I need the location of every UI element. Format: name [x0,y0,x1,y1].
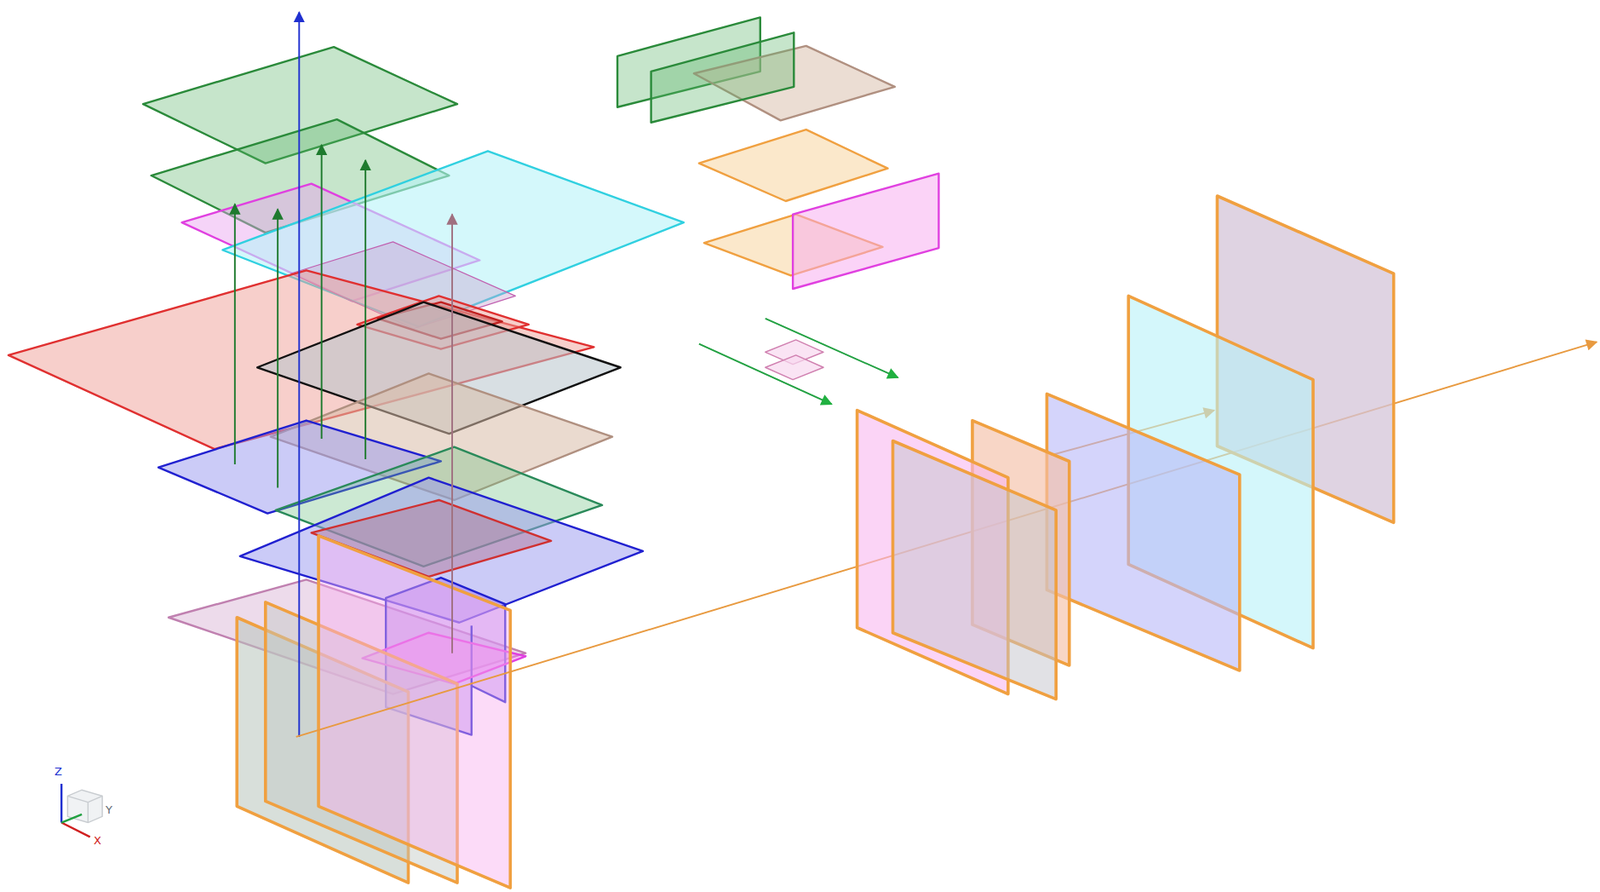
plane-shape [765,355,824,380]
axis-line [67,795,88,802]
axis-line [298,11,300,737]
plane-shape [1046,393,1239,671]
axis-label: X [93,834,102,846]
axis-line [87,795,103,802]
left-stack [8,46,684,888]
axis-line [61,822,91,838]
axis-line [61,814,82,823]
right-stack [857,195,1394,700]
plane-shape [699,129,889,201]
axis-line [234,204,236,465]
view-triad [61,783,103,837]
axis-line [364,160,367,459]
axis-line [296,341,1597,737]
axis-line [276,209,279,488]
axis-line [321,144,323,439]
axis-arrows [235,11,1597,737]
axis-label: Y [105,803,113,815]
top-right-group [617,17,939,379]
plane-shape [318,535,511,888]
plane-shape [792,173,939,289]
axis-label: Z [54,765,63,777]
axis-line [451,214,454,654]
plane-shape [893,441,1057,700]
axis-line [60,783,63,823]
plane-shape [651,32,795,122]
axis-line [87,802,89,823]
